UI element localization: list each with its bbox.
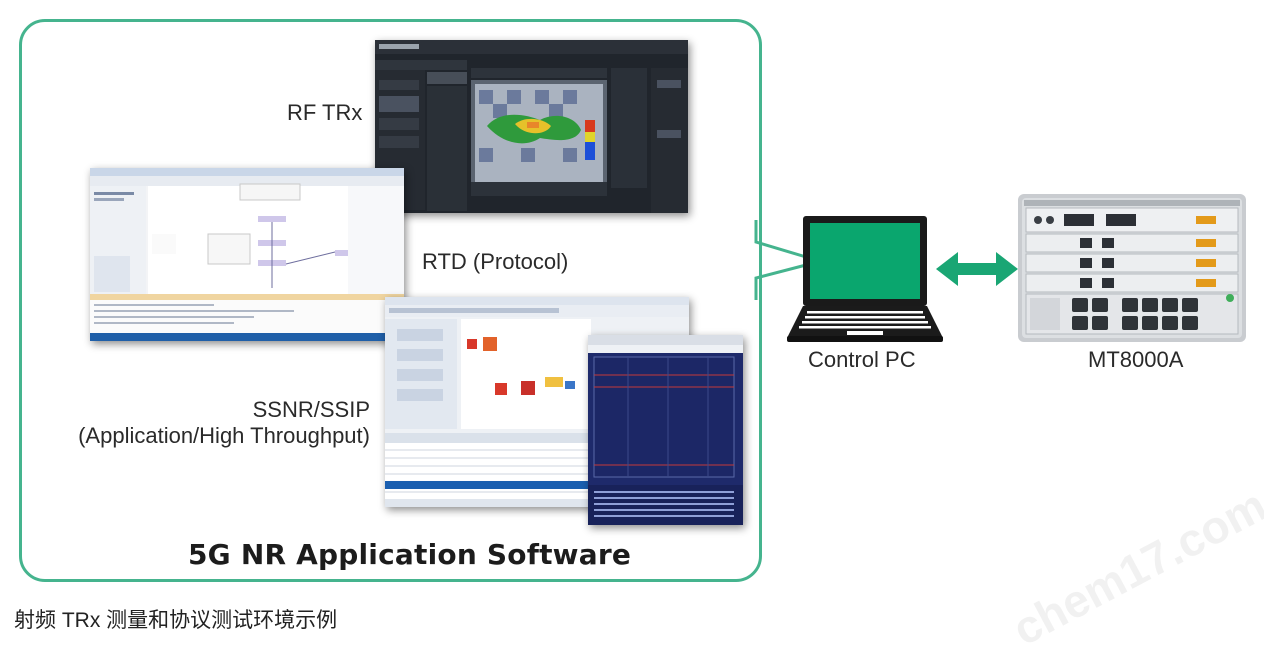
watermark: chem17.com [1004,478,1264,656]
frame-title: 5G NR Application Software [188,538,632,571]
throughput-graph-screenshot [588,335,743,525]
rf-trx-label: RF TRx [287,100,363,125]
ssnr-label-line1: SSNR/SSIP [252,397,370,422]
ssnr-label-line2: (Application/High Throughput) [78,423,370,448]
mt8000a-device [1018,194,1246,342]
laptop-icon [787,216,943,342]
frame-connector [754,220,807,300]
rtd-label: RTD (Protocol) [422,249,569,274]
figure-caption: 射频 TRx 测量和协议测试环境示例 [14,609,338,632]
rf-trx-screenshot [375,40,688,213]
double-arrow-icon [936,252,1018,286]
control-pc-label: Control PC [808,347,916,372]
rtd-protocol-screenshot [90,168,404,341]
mt8000a-label: MT8000A [1088,347,1184,372]
